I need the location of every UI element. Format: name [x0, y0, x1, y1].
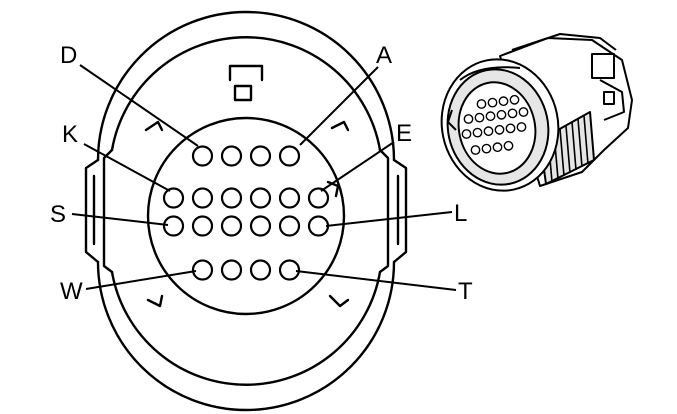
- iso-terminal-cavity: [507, 108, 518, 119]
- iso-terminal-cavities: [461, 94, 529, 155]
- connector-isometric-view: [440, 33, 633, 192]
- iso-terminal-cavity: [483, 126, 494, 137]
- iso-terminal-cavity: [474, 112, 485, 123]
- leader-a: [299, 66, 379, 146]
- leader-l: [325, 211, 453, 227]
- iso-latch-pad: [603, 91, 615, 105]
- terminal-cavity: [307, 215, 330, 237]
- terminal-cavity: [278, 187, 301, 209]
- leader-lines: [71, 64, 457, 291]
- terminal-cavity: [191, 187, 214, 209]
- terminal-cavity: [278, 259, 301, 281]
- leader-s: [71, 213, 169, 226]
- iso-rear-tab: [591, 53, 615, 79]
- iso-terminal-cavity: [461, 129, 472, 139]
- iso-terminal-cavity: [496, 109, 507, 120]
- iso-terminal-cavity: [476, 99, 487, 109]
- notch-top-right: [330, 120, 350, 132]
- pin-label-t: T: [458, 278, 473, 305]
- terminal-cavity: [191, 215, 214, 237]
- pin-label-k: K: [62, 121, 78, 148]
- pin-label-l: L: [454, 200, 467, 227]
- housing-inner-ring-bottom: [110, 270, 382, 386]
- terminal-cavity: [249, 145, 272, 167]
- terminal-cavity: [162, 215, 185, 237]
- iso-terminal-cavity: [470, 145, 481, 155]
- pin-label-a: A: [376, 42, 392, 69]
- iso-latch-arm: [599, 79, 625, 121]
- leader-t: [295, 270, 457, 291]
- connector-face-view: [84, 10, 408, 412]
- terminal-cavity: [278, 215, 301, 237]
- leader-d: [79, 64, 199, 147]
- terminal-cavity: [191, 145, 214, 167]
- iso-terminal-cavity: [494, 124, 505, 135]
- notch-bottom-right: [328, 294, 350, 308]
- pin-label-d: D: [60, 42, 77, 69]
- terminal-cavity: [249, 259, 272, 281]
- terminal-cavity: [220, 187, 243, 209]
- iso-terminal-cavity: [463, 114, 474, 124]
- iso-terminal-cavity: [481, 143, 492, 154]
- terminal-cavity: [278, 145, 301, 167]
- terminal-cavity: [162, 187, 185, 209]
- iso-terminal-cavity: [487, 97, 498, 108]
- iso-terminal-cavity: [518, 107, 529, 117]
- terminal-cavity: [191, 259, 214, 281]
- housing-outer-ring-bottom: [96, 260, 396, 412]
- left-latch-inner: [102, 148, 114, 274]
- pin-labels: D A K E S L W T: [50, 42, 473, 305]
- terminal-cavity: [307, 187, 330, 209]
- notch-bottom-left: [146, 294, 164, 308]
- leader-w: [85, 270, 197, 290]
- right-latch-inner: [378, 148, 390, 274]
- iso-front-notch: [447, 109, 457, 131]
- pin-label-e: E: [396, 120, 412, 147]
- notch-top-left: [144, 120, 164, 132]
- iso-terminal-cavity: [498, 96, 509, 107]
- iso-terminal-cavity: [472, 127, 483, 138]
- iso-terminal-cavity: [505, 123, 516, 134]
- top-key: [228, 64, 264, 82]
- housing-inner-ring: [110, 36, 382, 152]
- terminal-cavity: [249, 187, 272, 209]
- housing-outer-ring: [96, 10, 396, 162]
- top-key-tab: [233, 84, 253, 102]
- right-latch: [392, 158, 408, 264]
- iso-terminal-cavity: [492, 142, 503, 153]
- pin-label-w: W: [60, 278, 83, 305]
- iso-terminal-cavity: [503, 140, 514, 151]
- iso-terminal-cavity: [485, 111, 496, 122]
- cavity-face: [146, 116, 346, 316]
- leader-k: [83, 143, 171, 192]
- left-latch: [84, 158, 100, 264]
- iso-terminal-cavity: [509, 94, 520, 105]
- leader-e: [320, 141, 395, 192]
- terminal-cavity: [220, 259, 243, 281]
- iso-rear-shell-top: [511, 33, 617, 51]
- iso-terminal-cavity: [516, 122, 527, 132]
- terminal-cavity: [220, 215, 243, 237]
- terminal-cavity: [249, 215, 272, 237]
- iso-front-lip: [459, 66, 521, 81]
- terminal-cavities: [162, 145, 330, 281]
- pin-label-s: S: [50, 201, 66, 228]
- terminal-cavity: [220, 145, 243, 167]
